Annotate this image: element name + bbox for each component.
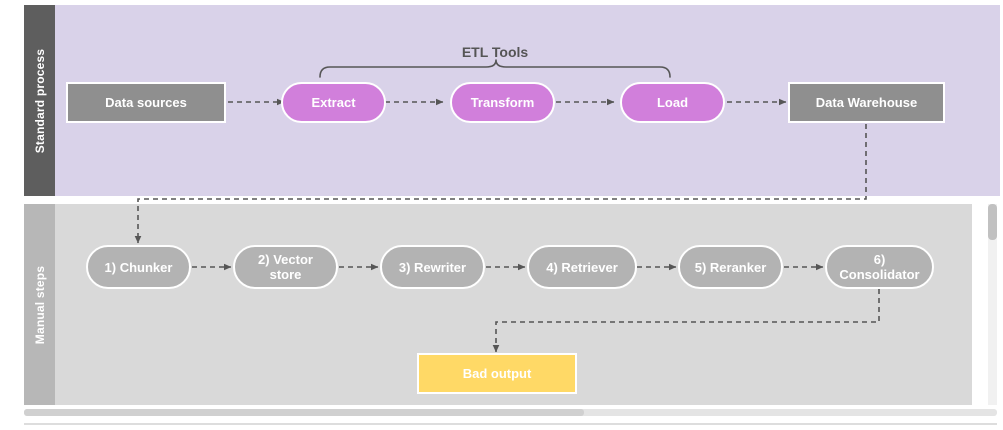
node-bad-output[interactable]: Bad output (417, 353, 577, 394)
node-data-sources[interactable]: Data sources (66, 82, 226, 123)
node-vector-store[interactable]: 2) Vector store (233, 245, 338, 289)
node-reranker-label: 5) Reranker (694, 259, 767, 275)
node-data-sources-label: Data sources (105, 95, 187, 110)
lane-standard-process-header: Standard process (24, 5, 55, 196)
node-bad-output-label: Bad output (462, 366, 532, 381)
node-consolidator[interactable]: 6) Consolidator (825, 245, 934, 289)
node-data-warehouse-label: Data Warehouse (815, 95, 918, 110)
node-load[interactable]: Load (620, 82, 725, 123)
vertical-scrollbar-track[interactable] (988, 204, 997, 405)
node-load-label: Load (656, 95, 689, 110)
node-reranker[interactable]: 5) Reranker (678, 245, 783, 289)
node-extract[interactable]: Extract (281, 82, 386, 123)
node-chunker-label: 1) Chunker (104, 259, 173, 275)
node-vector-store-label: 2) Vector store (258, 252, 313, 282)
node-chunker[interactable]: 1) Chunker (86, 245, 191, 289)
node-retriever[interactable]: 4) Retriever (527, 245, 637, 289)
node-rewriter[interactable]: 3) Rewriter (380, 245, 485, 289)
etl-tools-annotation-label: ETL Tools (461, 44, 529, 60)
lane-manual-steps-header: Manual steps (24, 204, 55, 405)
lane-manual-steps-label: Manual steps (32, 265, 47, 344)
node-rewriter-label: 3) Rewriter (398, 259, 467, 275)
node-transform-label: Transform (470, 95, 535, 110)
bottom-divider (24, 423, 997, 425)
node-transform[interactable]: Transform (450, 82, 555, 123)
node-data-warehouse[interactable]: Data Warehouse (788, 82, 945, 123)
node-consolidator-label: 6) Consolidator (839, 252, 920, 282)
horizontal-scrollbar-thumb[interactable] (24, 409, 584, 416)
node-retriever-label: 4) Retriever (546, 259, 618, 275)
vertical-scrollbar-thumb[interactable] (988, 204, 997, 240)
node-extract-label: Extract (311, 95, 356, 110)
lane-standard-process-label: Standard process (32, 48, 47, 153)
